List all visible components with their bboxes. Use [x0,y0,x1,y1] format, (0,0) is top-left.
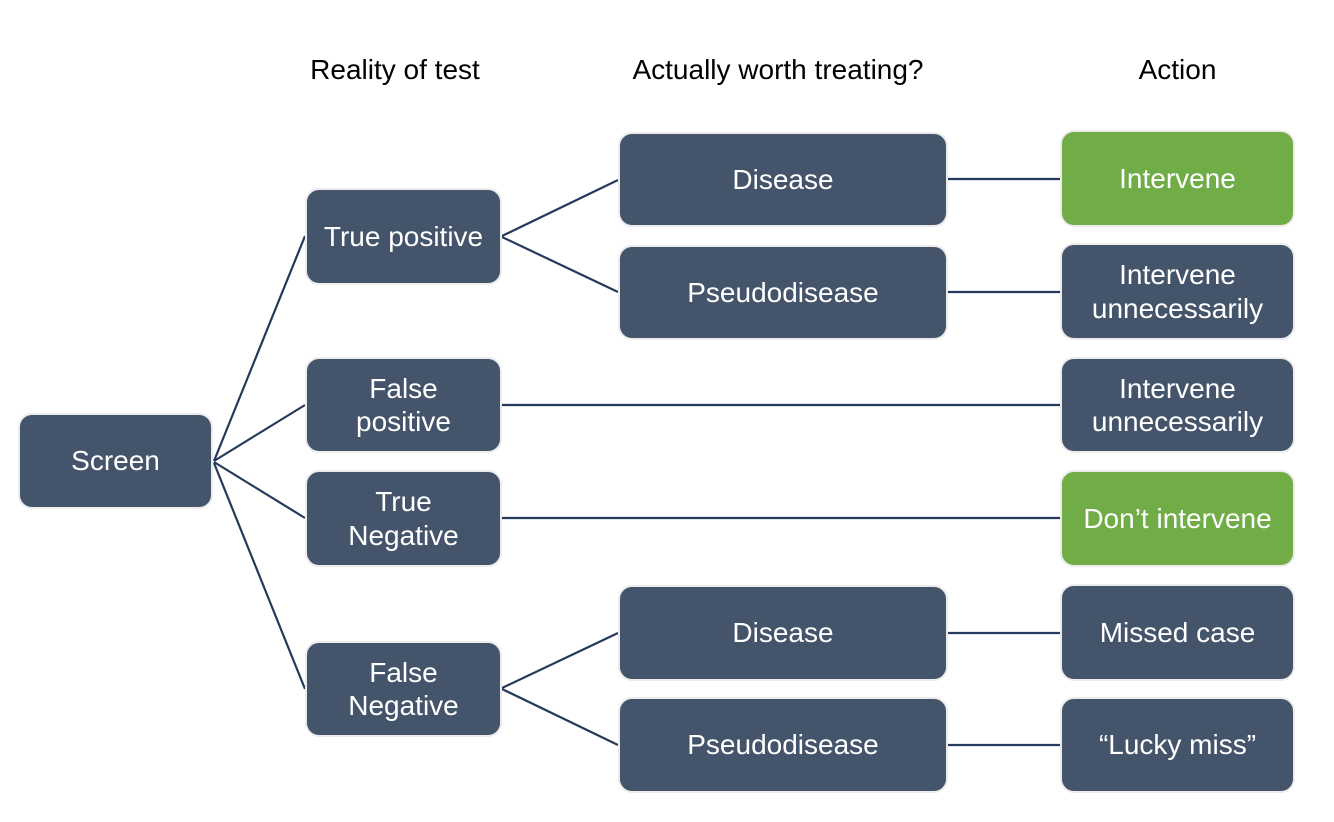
node-screen: Screen [18,413,213,509]
node-false-negative: False Negative [305,641,502,737]
node-true-positive-label: True positive [323,220,484,252]
node-disease-bottom-label: Disease [732,617,834,649]
connector-line [212,235,307,462]
column-header-action: Action [1138,54,1217,85]
node-disease-bottom: Disease [618,585,948,681]
node-pseudodisease-bottom-label: Pseudodisease [687,729,879,761]
node-pseudodisease-top: Pseudodisease [618,245,948,340]
node-screen-label: Screen [71,445,160,477]
connector-line [213,404,306,462]
node-pseudodisease-bottom: Pseudodisease [618,697,948,793]
node-lucky-miss: “Lucky miss” [1060,697,1295,793]
node-dont-intervene: Don’t intervene [1060,470,1295,567]
node-intervene-label: Intervene [1119,162,1236,194]
node-disease-top: Disease [618,132,948,227]
node-intervene-unnecessarily-1: Intervene unnecessarily [1060,243,1295,340]
column-header-actually-worth-treating: Actually worth treating? [632,54,924,85]
node-lucky-miss-label: “Lucky miss” [1098,729,1257,761]
node-pseudodisease-top-label: Pseudodisease [687,276,879,308]
node-false-negative-label: False Negative [348,656,459,721]
node-true-negative-label: True Negative [348,486,459,551]
node-dont-intervene-label: Don’t intervene [1083,502,1272,534]
node-disease-top-label: Disease [732,163,834,195]
connector-line [501,632,619,689]
node-intervene-unnecessarily-1-label: Intervene unnecessarily [1091,259,1264,324]
node-intervene-unnecessarily-2-label: Intervene unnecessarily [1091,372,1264,437]
connector-line [212,462,307,690]
connector-line [501,236,619,293]
node-missed-case-label: Missed case [1099,616,1256,648]
connector-line [213,461,306,519]
node-false-positive: False positive [305,357,502,453]
node-true-negative: True Negative [305,470,502,567]
column-header-reality-of-test: Reality of test [310,54,480,85]
node-missed-case: Missed case [1060,584,1295,681]
node-intervene-unnecessarily-2: Intervene unnecessarily [1060,357,1295,453]
node-true-positive: True positive [305,188,502,285]
node-false-positive-label: False positive [356,372,451,437]
connector-line [501,688,619,746]
connector-line [501,179,619,237]
node-intervene: Intervene [1060,130,1295,227]
